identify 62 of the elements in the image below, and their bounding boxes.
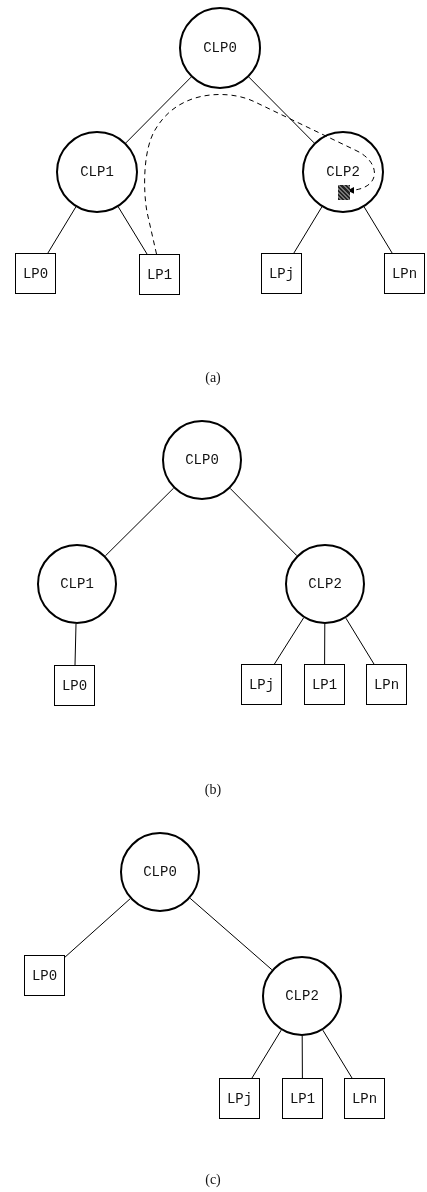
process-box [384, 253, 425, 294]
process-box [304, 664, 345, 705]
node-label: CLP0 [203, 40, 237, 56]
cluster-circle [56, 131, 138, 213]
node-label: LP1 [146, 266, 173, 283]
node-label: CLP1 [60, 576, 94, 592]
connector-line [229, 487, 298, 557]
process-box [54, 665, 95, 706]
subfigure-caption: (c) [205, 1172, 221, 1188]
connector-line [293, 206, 323, 254]
process-box [261, 253, 302, 294]
connector-line [104, 487, 175, 557]
node-label: CLP2 [285, 988, 319, 1004]
connector-line [117, 206, 148, 255]
hatched-square [338, 185, 350, 200]
node-label: CLP2 [326, 164, 360, 180]
connector-line [322, 1029, 353, 1079]
process-box [219, 1078, 260, 1119]
process-box [366, 664, 407, 705]
connector-line [363, 206, 393, 254]
process-box [241, 664, 282, 705]
node-label: LP1 [311, 676, 338, 693]
node-label: LPn [351, 1090, 378, 1107]
connector-line [324, 623, 326, 665]
connector-line [189, 897, 273, 971]
connector-line [125, 76, 192, 144]
node-label: LPn [373, 676, 400, 693]
cluster-circle [302, 131, 384, 213]
node-label: CLP0 [185, 452, 219, 468]
connector-line [47, 206, 77, 254]
process-box [282, 1078, 323, 1119]
cluster-circle [262, 956, 342, 1036]
connector-line [345, 617, 375, 665]
cluster-circle [162, 420, 242, 500]
node-label: LPj [268, 265, 295, 282]
node-label: LPj [226, 1090, 253, 1107]
connector-line [248, 76, 315, 144]
cluster-circle [285, 544, 365, 624]
cluster-circle [37, 544, 117, 624]
node-label: CLP2 [308, 576, 342, 592]
connector-line [301, 1035, 303, 1079]
connector-line [64, 898, 131, 958]
process-box [139, 254, 180, 295]
node-label: LP0 [61, 677, 88, 694]
connector-line [251, 1029, 282, 1079]
process-box [24, 955, 65, 996]
node-label: LPj [248, 676, 275, 693]
connector-line [74, 623, 77, 666]
cluster-circle [120, 832, 200, 912]
process-box [15, 253, 56, 294]
node-label: LP0 [22, 265, 49, 282]
cluster-circle [179, 7, 261, 89]
node-label: LP1 [289, 1090, 316, 1107]
subfigure-caption: (b) [204, 782, 222, 798]
connector-line [273, 617, 305, 665]
node-label: LP0 [31, 967, 58, 984]
node-label: LPn [391, 265, 418, 282]
process-box [344, 1078, 385, 1119]
subfigure-caption: (a) [205, 370, 221, 386]
node-label: CLP1 [80, 164, 114, 180]
node-label: CLP0 [143, 864, 177, 880]
dashed-arrow [144, 94, 375, 255]
